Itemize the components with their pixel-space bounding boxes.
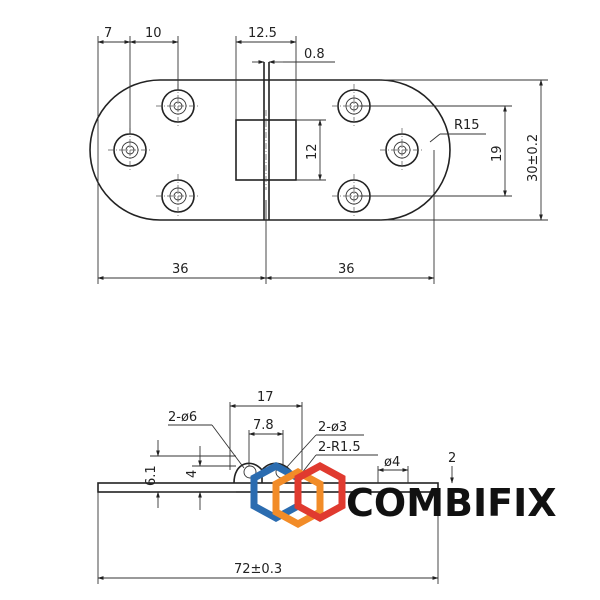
dim-72: 72±0.3 <box>234 562 282 577</box>
dim-7-8: 7.8 <box>253 418 274 433</box>
plate-side <box>97 482 439 493</box>
dim-12-5: 12.5 <box>248 26 277 41</box>
dim-2-dia6: 2-ø6 <box>168 410 197 425</box>
dim-2-r1-5: 2-R1.5 <box>318 440 361 455</box>
dim-2-dia3: 2-ø3 <box>318 420 347 435</box>
top-view: 7 10 12.5 0.8 12 R15 19 30±0.2 36 <box>89 26 548 284</box>
hole <box>156 174 200 218</box>
logo-hexagon-icon <box>250 462 346 528</box>
dim-17: 17 <box>257 390 274 405</box>
dim-30: 30±0.2 <box>526 134 541 182</box>
dim-36-right: 36 <box>338 262 355 277</box>
dim-12: 12 <box>305 143 320 160</box>
hole <box>108 128 152 172</box>
dim-r15: R15 <box>454 118 480 133</box>
dim-19: 19 <box>490 145 505 162</box>
dim-7: 7 <box>104 26 112 41</box>
hole <box>380 128 424 172</box>
dim-0-8: 0.8 <box>304 47 325 62</box>
combifix-logo: COMBIFIX <box>250 462 557 528</box>
dim-36-left: 36 <box>172 262 189 277</box>
dim-2-thickness: 2 <box>448 451 456 466</box>
dim-10: 10 <box>145 26 162 41</box>
side-view: 17 7.8 2-ø6 2-ø3 2-R1.5 6.1 4 ø4 2 <box>97 390 456 584</box>
logo-text: COMBIFIX <box>346 481 557 525</box>
hole <box>156 84 200 128</box>
dim-dia4: ø4 <box>384 455 400 470</box>
dim-6-1: 6.1 <box>144 465 159 486</box>
dim-4: 4 <box>185 470 200 478</box>
